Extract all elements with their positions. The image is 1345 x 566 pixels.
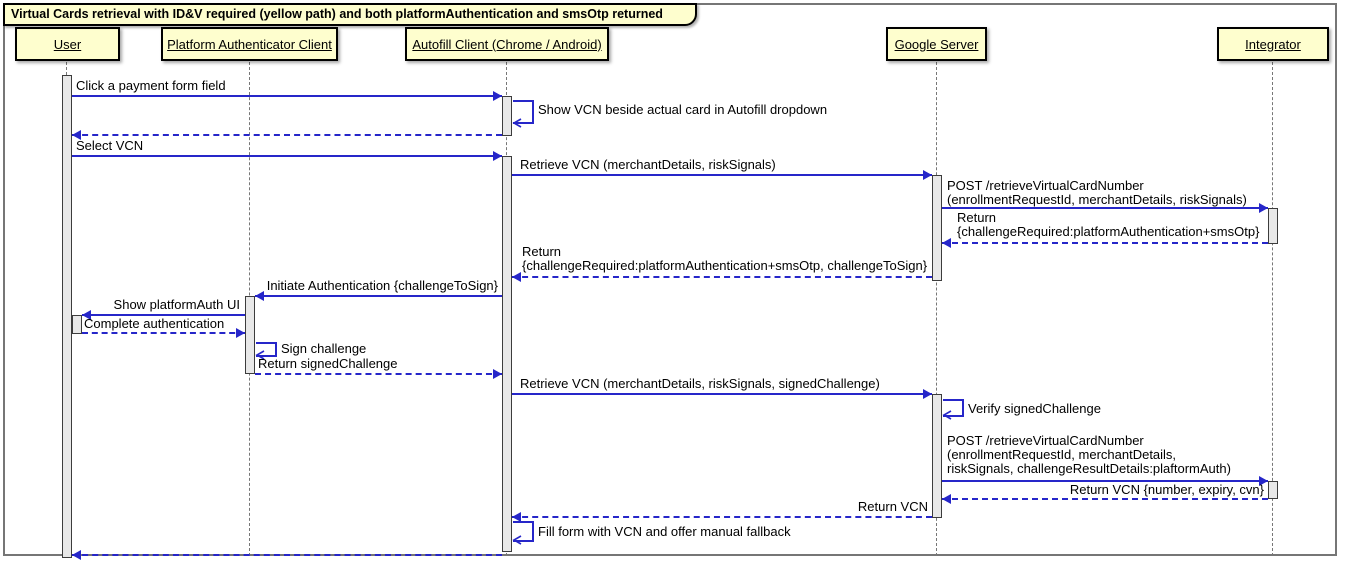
arrowhead-right-icon: [493, 91, 502, 101]
participant-user: User: [15, 27, 120, 61]
arrow-return-to-user-final: [72, 554, 502, 556]
arrow-select-vcn: [72, 155, 502, 157]
arrow-return-google: [512, 276, 932, 278]
arrow-retrieve-vcn-2: [512, 393, 932, 395]
arrow-post-retrieve-1: [942, 207, 1268, 209]
message-return-integrator-line2: {challengeRequired:platformAuthenticatio…: [957, 224, 1260, 239]
open-arrowhead-icon: [942, 410, 952, 420]
message-return-integrator-line1: Return: [957, 210, 997, 225]
message-return-vcn-full: Return VCN {number, expiry, cvn}: [1069, 482, 1264, 497]
diagram-title: Virtual Cards retrieval with ID&V requir…: [3, 3, 697, 26]
message-show-vcn-dropdown: Show VCN beside actual card in Autofill …: [538, 102, 828, 117]
message-post-retrieve-2: POST /retrieveVirtualCardNumber (enrollm…: [947, 434, 1231, 476]
arrow-initiate-auth: [255, 295, 502, 297]
lifeline-integrator: [1272, 62, 1273, 556]
arrow-return-integrator: [942, 242, 1268, 244]
message-post-retrieve-1: POST /retrieveVirtualCardNumber (enrollm…: [947, 179, 1247, 207]
participant-google-server: Google Server: [886, 27, 987, 61]
arrowhead-left-icon: [512, 512, 521, 522]
arrowhead-right-icon: [493, 369, 502, 379]
lifeline-google-server: [936, 62, 937, 556]
activation-integrator-2: [1268, 481, 1278, 499]
arrow-show-platform-auth-ui: [82, 314, 245, 316]
message-return-google-line2: {challengeRequired:platformAuthenticatio…: [522, 258, 928, 273]
message-complete-auth: Complete authentication: [84, 316, 225, 331]
open-arrowhead-icon: [512, 118, 522, 128]
open-arrowhead-icon: [512, 535, 522, 545]
self-loop-show-vcn: [513, 100, 534, 124]
participant-integrator: Integrator: [1217, 27, 1329, 61]
message-retrieve-vcn-1: Retrieve VCN (merchantDetails, riskSigna…: [520, 157, 776, 172]
arrow-return-signed-challenge: [255, 373, 502, 375]
arrow-post-retrieve-2: [942, 480, 1268, 482]
message-retrieve-vcn-2: Retrieve VCN (merchantDetails, riskSigna…: [520, 376, 880, 391]
arrowhead-right-icon: [493, 151, 502, 161]
message-post-retrieve-2-line2: (enrollmentRequestId, merchantDetails,: [947, 447, 1177, 462]
arrow-click-payment-field: [72, 95, 502, 97]
message-post-retrieve-2-line1: POST /retrieveVirtualCardNumber: [947, 433, 1144, 448]
arrowhead-left-icon: [942, 238, 951, 248]
message-return-signed-challenge: Return signedChallenge: [258, 356, 398, 371]
self-loop-verify-signed-challenge: [943, 399, 964, 417]
arrowhead-left-icon: [255, 291, 264, 301]
arrowhead-left-icon: [82, 310, 91, 320]
arrow-complete-auth: [82, 332, 245, 334]
activation-user-nested: [72, 315, 82, 334]
message-post-retrieve-2-line3: riskSignals, challengeResultDetails:plaf…: [947, 461, 1231, 476]
arrowhead-right-icon: [1259, 476, 1268, 486]
message-return-integrator: Return {challengeRequired:platformAuthen…: [957, 211, 1259, 239]
arrow-return-to-user-1: [72, 134, 502, 136]
activation-integrator-1: [1268, 208, 1278, 244]
participant-integrator-label: Integrator: [1245, 36, 1301, 52]
message-initiate-auth: Initiate Authentication {challengeToSign…: [266, 278, 498, 293]
message-verify-signed-challenge: Verify signedChallenge: [968, 401, 1101, 416]
arrowhead-left-icon: [942, 494, 951, 504]
activation-autofill-2: [502, 156, 512, 552]
message-click-payment-field: Click a payment form field: [76, 78, 226, 93]
activation-user-main: [62, 75, 72, 558]
activation-autofill-1: [502, 96, 512, 136]
arrowhead-right-icon: [1259, 203, 1268, 213]
participant-platform-authenticator: Platform Authenticator Client: [161, 27, 338, 61]
message-show-platform-auth-ui: Show platformAuth UI: [113, 297, 240, 312]
message-post-retrieve-1-line2: (enrollmentRequestId, merchantDetails, r…: [947, 192, 1247, 207]
participant-user-label: User: [53, 36, 82, 52]
arrowhead-left-icon: [72, 130, 81, 140]
arrowhead-right-icon: [923, 170, 932, 180]
self-loop-sign-challenge: [256, 342, 277, 357]
message-return-google: Return {challengeRequired:platformAuthen…: [522, 245, 927, 273]
participant-autofill-client-label: Autofill Client (Chrome / Android): [412, 36, 602, 52]
participant-platform-authenticator-label: Platform Authenticator Client: [167, 36, 332, 52]
message-sign-challenge: Sign challenge: [281, 341, 367, 356]
activation-google-1: [932, 175, 942, 281]
arrowhead-right-icon: [923, 389, 932, 399]
message-post-retrieve-1-line1: POST /retrieveVirtualCardNumber: [947, 178, 1144, 193]
message-select-vcn: Select VCN: [76, 138, 144, 153]
arrow-return-vcn: [512, 516, 932, 518]
arrow-return-vcn-full: [942, 498, 1268, 500]
open-arrowhead-icon: [255, 350, 265, 360]
self-loop-fill-form: [513, 521, 534, 542]
message-return-vcn: Return VCN: [857, 499, 928, 514]
participant-google-server-label: Google Server: [894, 36, 979, 52]
activation-platform-authenticator: [245, 296, 255, 374]
message-fill-form: Fill form with VCN and offer manual fall…: [538, 524, 791, 539]
activation-google-2: [932, 394, 942, 518]
arrow-retrieve-vcn-1: [512, 174, 932, 176]
arrowhead-left-icon: [72, 550, 81, 560]
arrowhead-right-icon: [236, 328, 245, 338]
arrowhead-left-icon: [512, 272, 521, 282]
message-return-google-line1: Return: [522, 244, 562, 259]
participant-autofill-client: Autofill Client (Chrome / Android): [405, 27, 609, 61]
